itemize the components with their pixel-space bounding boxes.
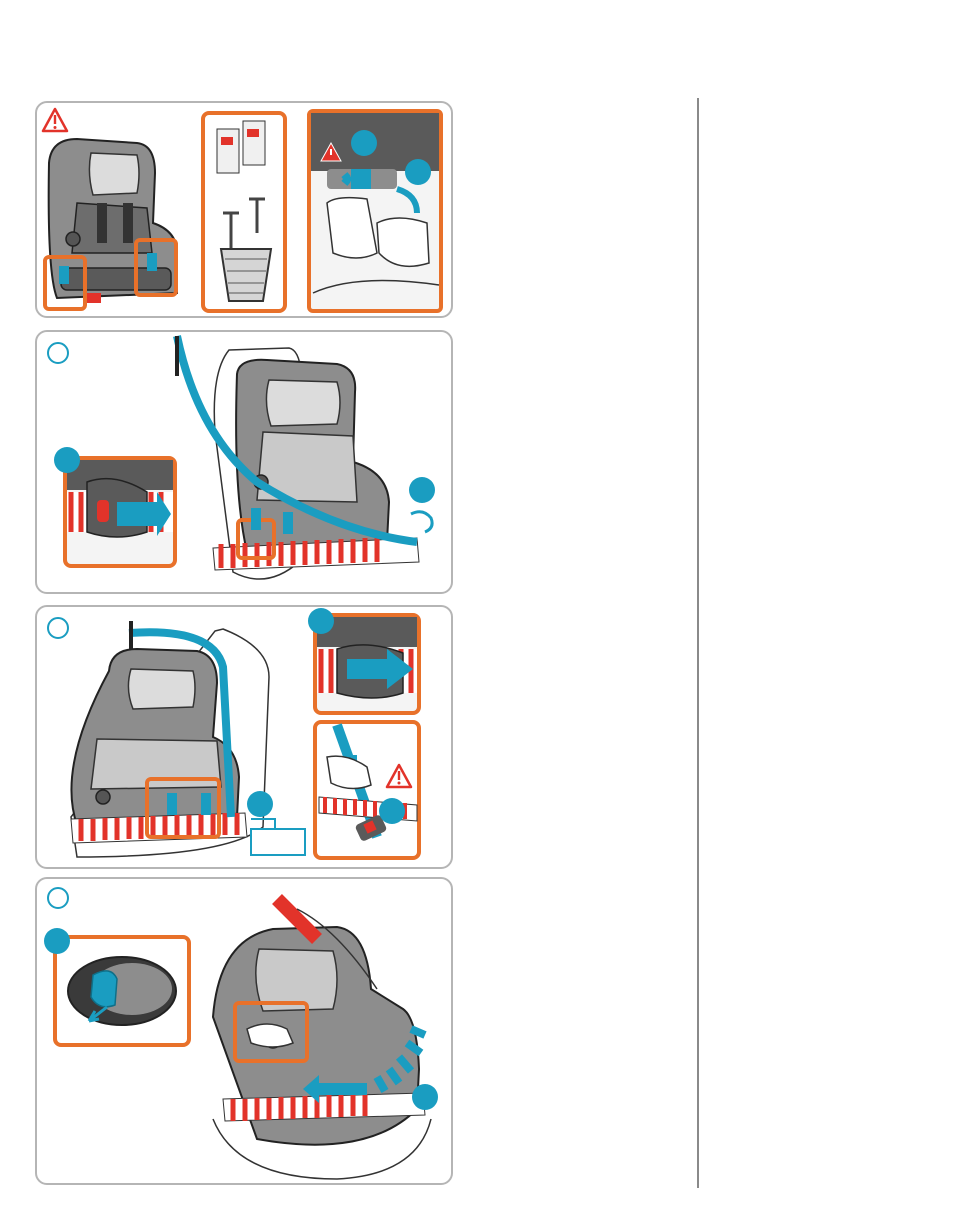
step-2-illustration [47, 608, 421, 860]
belt-guide-detail [313, 613, 421, 715]
car-seat-drawing [211, 894, 432, 1180]
step-1-illustration [47, 335, 435, 580]
step-circle-icon [47, 617, 69, 639]
car-seat-drawing [212, 347, 420, 580]
buckle-release-detail [307, 109, 443, 313]
detail-dot-icon [412, 1084, 438, 1110]
detail-dot-icon [308, 608, 334, 634]
latch-left-highlight [43, 255, 87, 311]
belt-tension-detail [313, 720, 421, 860]
detail-dot-icon [379, 798, 405, 824]
warning-illustration [41, 107, 443, 313]
step-circle-icon [47, 342, 69, 364]
detail-dot-icon [409, 477, 435, 503]
column-divider [697, 98, 699, 1188]
warning-panel [35, 101, 453, 318]
detail-dot-icon [54, 447, 80, 473]
latch-right-highlight [134, 238, 178, 297]
detail-dot-icon [44, 928, 70, 954]
step-3-illustration [44, 887, 438, 1180]
detail-dot-icon [247, 791, 273, 817]
label-box [250, 828, 306, 856]
warning-triangle-icon [41, 107, 69, 133]
remove-parts-box [201, 111, 287, 313]
seat-belt [128, 628, 235, 818]
step-circle-icon [47, 887, 69, 909]
belt-routing-detail [63, 456, 177, 568]
seat-belt [173, 335, 418, 546]
adjuster-detail [53, 935, 191, 1047]
step-3-panel [35, 877, 453, 1185]
push-arrow [303, 1075, 367, 1103]
step-2-panel [35, 605, 453, 869]
step-1-panel [35, 330, 453, 594]
car-seat-drawing [70, 628, 270, 858]
